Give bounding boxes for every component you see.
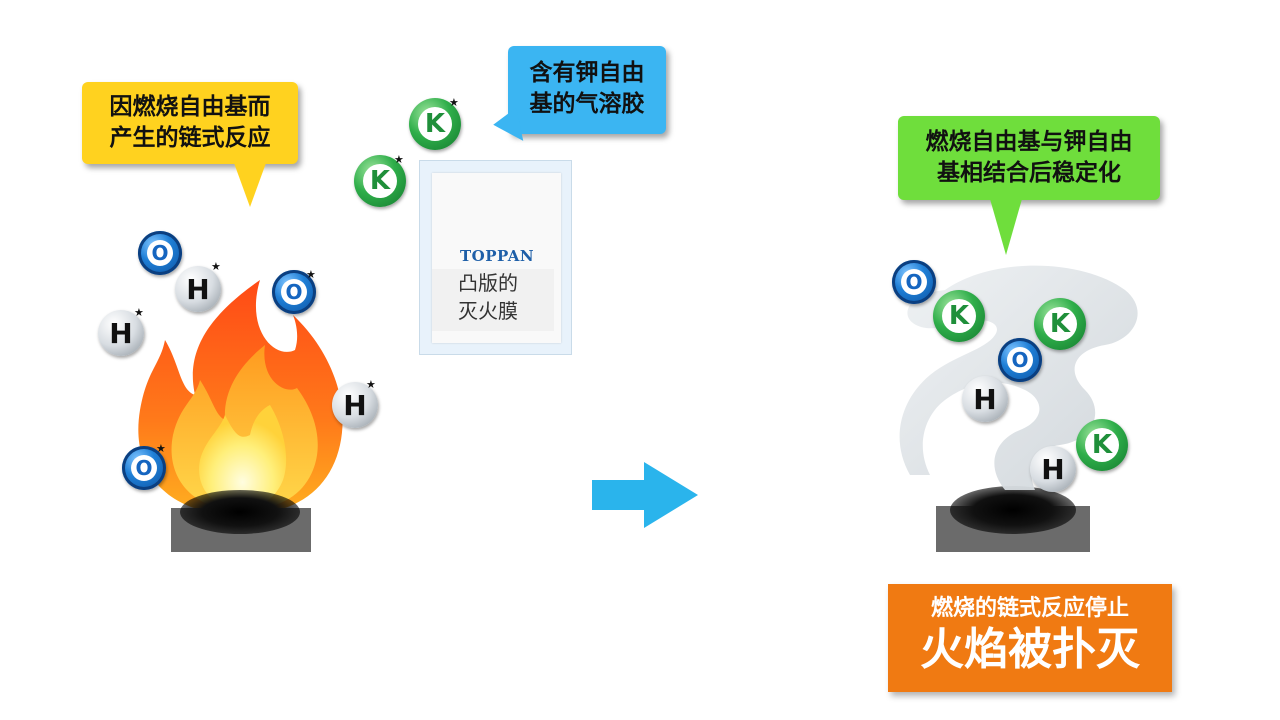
oxygen-molecule: O (892, 260, 936, 304)
result-line1: 燃烧的链式反应停止 (930, 596, 1129, 621)
oxygen-molecule: O (122, 446, 166, 490)
result-box: 燃烧的链式反应停止 火焰被扑灭 (888, 584, 1172, 692)
potassium-molecule: K (354, 155, 406, 207)
hydrogen-molecule: H (332, 382, 378, 428)
callout-chain-reaction-line2: 产生的链式反应 (109, 125, 271, 151)
radical-star-icon: ★ (449, 96, 459, 109)
callout-chain-reaction-tail (234, 163, 266, 207)
potassium-molecule: K (933, 290, 985, 342)
callout-chain-reaction-line1: 因燃烧自由基而 (109, 94, 271, 120)
oxygen-molecule: O (272, 270, 316, 314)
burner-right-top (950, 486, 1076, 534)
callout-stabilization: 燃烧自由基与钾自由 基相结合后稳定化 (898, 116, 1160, 200)
radical-star-icon: ★ (394, 153, 404, 166)
hydrogen-molecule: H (98, 310, 144, 356)
potassium-molecule: K (409, 98, 461, 150)
callout-potassium-aerosol: 含有钾自由 基的气溶胶 (508, 46, 666, 134)
radical-star-icon: ★ (134, 306, 144, 319)
hydrogen-molecule: H (962, 376, 1008, 422)
callout-potassium-aerosol-line2: 基的气溶胶 (529, 91, 645, 117)
membrane-label-line1: 凸版的 (458, 271, 518, 295)
callout-chain-reaction: 因燃烧自由基而 产生的链式反应 (82, 82, 298, 164)
brand-logo: TOPPAN (460, 247, 535, 265)
callout-stabilization-tail (990, 199, 1022, 255)
radical-star-icon: ★ (306, 268, 316, 281)
radical-star-icon: ★ (156, 442, 166, 455)
right-arrow-icon (592, 462, 698, 528)
burner-left-top (180, 490, 300, 534)
hydrogen-molecule: H (1030, 446, 1076, 492)
potassium-molecule: K (1034, 298, 1086, 350)
flame-icon (138, 280, 343, 515)
hydrogen-molecule: H (175, 266, 221, 312)
callout-potassium-aerosol-line1: 含有钾自由 (529, 60, 645, 86)
membrane-sheet: TOPPAN 凸版的 灭火膜 (432, 173, 561, 343)
radical-star-icon: ★ (366, 378, 376, 391)
oxygen-molecule: O (138, 231, 182, 275)
radical-star-icon: ★ (211, 260, 221, 273)
membrane-label-line2: 灭火膜 (458, 299, 518, 323)
membrane-label: 凸版的 灭火膜 (432, 269, 554, 331)
potassium-molecule: K (1076, 419, 1128, 471)
callout-stabilization-line2: 基相结合后稳定化 (937, 160, 1121, 186)
callout-stabilization-line1: 燃烧自由基与钾自由 (925, 129, 1133, 155)
oxygen-molecule: O (998, 338, 1042, 382)
result-line2: 火焰被扑灭 (920, 624, 1140, 675)
fire-extinguishing-membrane-card: TOPPAN 凸版的 灭火膜 (419, 160, 572, 355)
